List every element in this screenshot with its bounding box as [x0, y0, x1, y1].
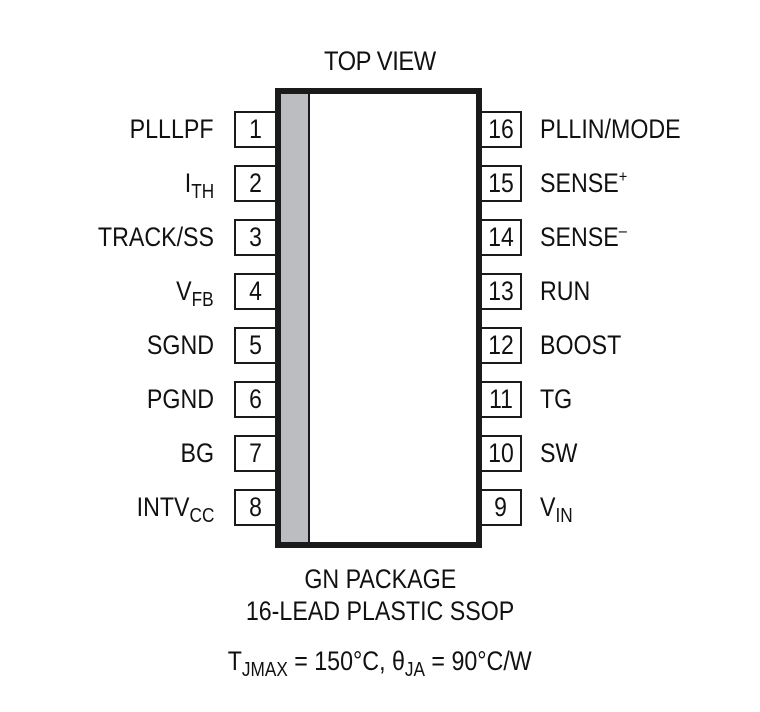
pin-box: 16 [482, 111, 522, 148]
pin-box: 13 [482, 273, 522, 310]
pin-label: SENSE– [540, 221, 627, 252]
pin-box: 5 [234, 327, 275, 364]
pin-label: SW [540, 438, 578, 468]
pin-box: 1 [234, 111, 275, 148]
pin-label: RUN [540, 276, 591, 306]
package-description: 16-LEAD PLASTIC SSOP [245, 596, 515, 626]
pin-label: ITH [184, 168, 214, 203]
page-title: TOP VIEW [323, 46, 436, 76]
pin-box: 12 [482, 327, 522, 364]
ic-package-body [275, 88, 482, 548]
pin-box: 2 [234, 165, 275, 202]
pin-box: 3 [234, 219, 275, 256]
pin-label: PLLLPF [130, 114, 214, 144]
pin-label: BG [180, 438, 214, 468]
package-name: GN PACKAGE [304, 564, 456, 594]
pin-label: PLLIN/MODE [540, 114, 681, 144]
pin-box: 9 [482, 489, 522, 526]
pin-box: 6 [234, 381, 275, 418]
pin-label: PGND [146, 384, 214, 414]
pin-box: 8 [234, 489, 275, 526]
thermal-spec: TJMAX = 150°C, θJA = 90°C/W [228, 646, 532, 681]
pin-label: BOOST [540, 330, 622, 360]
pin-label: SENSE+ [540, 167, 628, 198]
pin-box: 15 [482, 165, 522, 202]
pin-box: 14 [482, 219, 522, 256]
pin-label: SGND [146, 330, 214, 360]
pin1-indicator-stripe [281, 94, 310, 542]
pin-label: INTVCC [136, 492, 214, 527]
pin-box: 4 [234, 273, 275, 310]
pin-label: TG [540, 384, 573, 414]
pin-label: VFB [176, 276, 214, 311]
pin-box: 10 [482, 435, 522, 472]
pin-label: VIN [540, 492, 573, 527]
pin-box: 7 [234, 435, 275, 472]
pin-label: TRACK/SS [97, 222, 214, 252]
pin-box: 11 [482, 381, 522, 418]
